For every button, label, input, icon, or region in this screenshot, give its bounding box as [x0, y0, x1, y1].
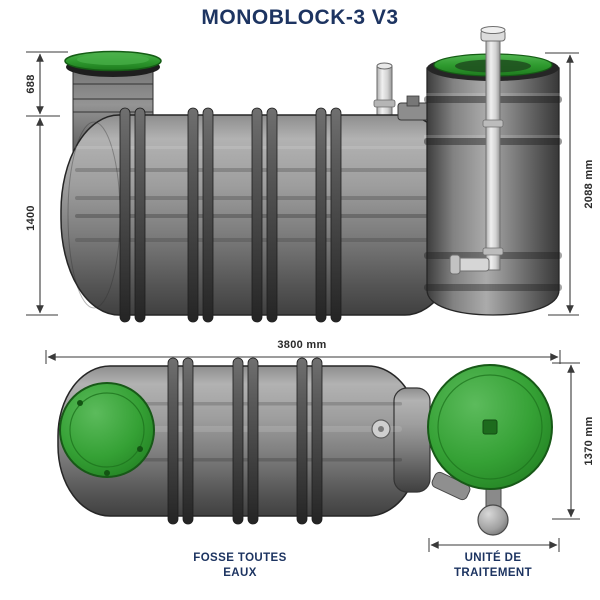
- tank-rib: [187, 107, 199, 323]
- tank-vent-pipe: [373, 62, 396, 123]
- lid-bolt: [137, 446, 143, 452]
- tank-vent-pipe-body: [376, 65, 393, 123]
- lid-bolt: [104, 470, 110, 476]
- inlet-fitting: [397, 95, 433, 121]
- tank-groove: [75, 196, 450, 200]
- unit-extent-dimension: [428, 538, 560, 552]
- side-view: 688 1400 2088 mm: [25, 26, 595, 323]
- length-dimension: 3800 mm: [45, 339, 561, 364]
- tank-rib: [182, 357, 194, 525]
- tank-rib: [315, 107, 327, 323]
- unit-lid-center-detail: [482, 419, 498, 435]
- tank-rib: [330, 107, 342, 323]
- inlet-fitting-cap: [406, 95, 420, 107]
- side-dimensions: 688 1400 2088 mm: [25, 51, 595, 316]
- tank-groove: [75, 238, 450, 242]
- tank-rib: [296, 357, 308, 525]
- tank-ribs-side: [119, 107, 342, 323]
- vent-pipe-collar: [482, 119, 504, 128]
- tank-groove: [75, 146, 450, 149]
- captions: FOSSE TOUTES EAUX UNITÉ DE TRAITEMENT: [193, 551, 532, 579]
- vent-pipe-cap-top: [480, 26, 506, 34]
- tank-groove: [75, 168, 450, 172]
- dim-label-tank-height: 1400: [25, 205, 37, 231]
- tank-lid-circle: [59, 382, 155, 478]
- outlet-ball: [477, 504, 509, 536]
- tank-rib: [266, 107, 278, 323]
- tank-rib: [134, 107, 146, 323]
- dim-label-total-length: 3800 mm: [277, 339, 326, 351]
- vent-pipe-body: [485, 37, 501, 271]
- tank-rib: [202, 107, 214, 323]
- riser-lid-highlight: [77, 54, 149, 65]
- tank-vent-pipe-collar: [373, 99, 396, 108]
- tank-rib: [311, 357, 323, 525]
- tank-lid-plan: [59, 382, 155, 478]
- width-dimension: 1370 mm: [552, 362, 595, 520]
- plan-view: 3800 mm: [45, 339, 595, 552]
- tank-lid-inner-ring: [69, 392, 145, 468]
- tank-body-plan: [57, 357, 431, 525]
- tank-rib: [251, 107, 263, 323]
- tank-vent-pipe-top: [376, 62, 393, 70]
- lid-bolt: [77, 400, 83, 406]
- tank-ribs-plan: [167, 357, 323, 525]
- tank-rib: [119, 107, 131, 323]
- tank-body-side: [60, 107, 464, 323]
- tank-port-center: [378, 426, 384, 432]
- unit-ring: [424, 284, 562, 291]
- treatment-unit-plan: [427, 364, 553, 536]
- tank-caption-line1: FOSSE TOUTES: [193, 552, 286, 564]
- unit-lid-inner-ring: [437, 374, 543, 480]
- dim-label-total-height: 2088 mm: [583, 159, 595, 208]
- tank-groove: [75, 214, 450, 218]
- dim-label-unit-width: 1370 mm: [583, 416, 595, 465]
- tank-rib: [247, 357, 259, 525]
- vent-pipe-flange: [449, 254, 461, 275]
- vent-pipe: [449, 26, 506, 275]
- tank-caption-line2: EAUX: [223, 567, 257, 579]
- dim-label-riser-height: 688: [25, 74, 37, 93]
- unit-caption-line2: TRAITEMENT: [454, 567, 532, 579]
- page-title: MONOBLOCK-3 V3: [201, 6, 398, 29]
- tank-rib: [167, 357, 179, 525]
- unit-caption-line1: UNITÉ DE: [465, 551, 522, 564]
- tank-rib: [232, 357, 244, 525]
- vent-pipe-collar: [482, 247, 504, 256]
